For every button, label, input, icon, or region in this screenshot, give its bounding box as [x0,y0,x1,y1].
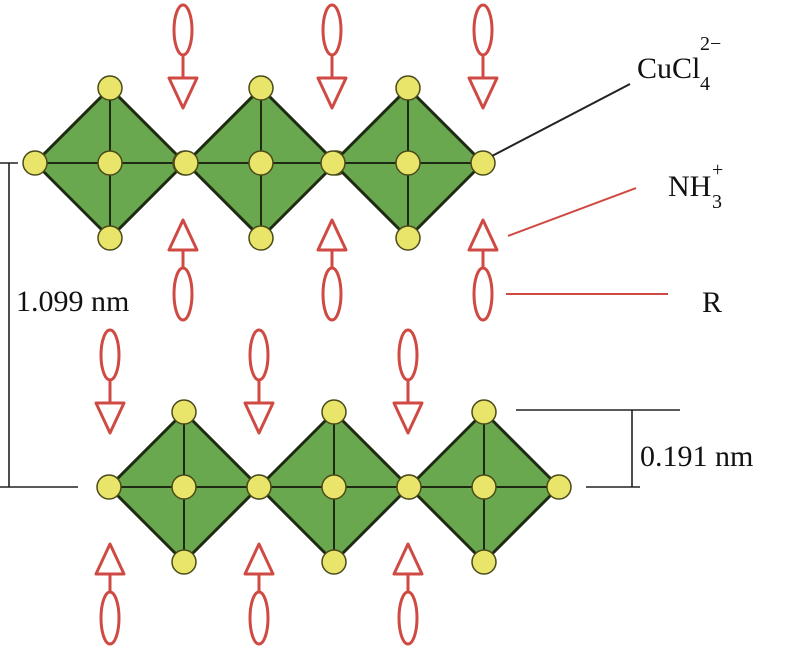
cl-atom [321,549,347,575]
nh3-triangle [316,218,348,252]
organic-cation [392,542,424,646]
nh3-triangle [467,76,499,110]
r-label: R [702,286,722,319]
octahedron [22,75,198,251]
cl-atom [321,399,347,425]
upper-inorganic-layer [22,75,496,251]
organic-cation [243,328,275,435]
interlayer-distance-bracket [0,162,78,488]
nh3-triangle [94,542,126,576]
organic-cation [467,218,499,322]
nh3-subscript: 3 [712,191,722,213]
octahedron [246,399,422,575]
nh3-triangle [167,218,199,252]
interlayer-distance-label: 1.099 nm [16,285,129,318]
nh3-triangle [392,542,424,576]
cl-atom [97,225,123,251]
octahedron [396,399,572,575]
nh3-triangle [243,401,275,435]
octahedron [320,75,496,251]
cl-atom [171,549,197,575]
cu-atom [97,150,123,176]
octahedron [96,399,272,575]
alkyl-chain-oval [472,3,494,57]
nh3-triangle [316,76,348,110]
cucl4-superscript: 2− [700,33,721,55]
organic-cation [243,542,275,646]
cl-atom [395,225,421,251]
nh3-triangle [392,401,424,435]
organic-cation [316,218,348,322]
alkyl-chain-oval [172,266,194,322]
leader-line-nh3 [507,187,637,237]
organic-cation [167,218,199,322]
organic-cation [467,3,499,110]
alkyl-chain-oval [321,266,343,322]
cu-atom [395,150,421,176]
cl-atom [96,474,122,500]
layer-offset-label: 0.191 nm [640,440,753,473]
organic-cations-upper-bottom [167,218,499,322]
alkyl-chain-oval [397,328,419,382]
octahedron [173,75,349,251]
nh3-superscript: + [712,159,723,181]
leader-line-cucl4 [491,83,631,157]
alkyl-chain-oval [99,590,121,646]
nh3-triangle [243,542,275,576]
alkyl-chain-oval [321,3,343,57]
cl-atom [173,150,199,176]
cl-atom [395,75,421,101]
cu-atom [171,474,197,500]
organic-cations-upper-top [167,3,499,110]
cl-atom [471,549,497,575]
alkyl-chain-oval [472,266,494,322]
organic-cation [167,3,199,110]
nh3-triangle [167,76,199,110]
cl-atom [171,399,197,425]
cl-atom [248,225,274,251]
cl-atom [320,150,346,176]
cl-atom [248,75,274,101]
cl-atom [246,474,272,500]
cl-atom [396,474,422,500]
cucl4-subscript: 4 [700,73,710,95]
alkyl-chain-oval [397,590,419,646]
organic-cation [316,3,348,110]
organic-cations-lower-top [94,328,424,435]
cu-atom [248,150,274,176]
cl-atom [471,399,497,425]
cl-atom [97,75,123,101]
cu-atom [471,474,497,500]
cu-atom [321,474,347,500]
organic-cations-lower-bottom [94,542,424,646]
alkyl-chain-oval [172,3,194,57]
lower-inorganic-layer [96,399,572,575]
nh3-triangle [94,401,126,435]
layer-offset-bracket [516,409,680,488]
alkyl-chain-oval [248,590,270,646]
nh3-triangle [467,218,499,252]
alkyl-chain-oval [248,328,270,382]
cl-atom [22,150,48,176]
alkyl-chain-oval [99,328,121,382]
organic-cation [392,328,424,435]
organic-cation [94,328,126,435]
cl-atom [546,474,572,500]
cl-atom [470,150,496,176]
cucl4-label: CuCl [637,52,700,85]
organic-cation [94,542,126,646]
nh3-label: NH [668,170,711,203]
